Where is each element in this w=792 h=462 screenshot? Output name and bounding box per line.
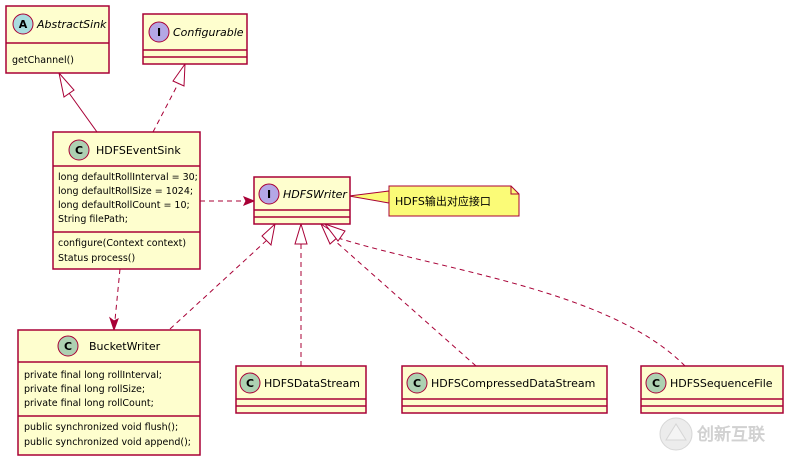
abstract-class-badge-icon: A (12, 13, 34, 35)
class-badge-icon: C (406, 372, 428, 394)
class-title: HDFSEventSink (96, 144, 181, 157)
method: configure(Context context) (58, 238, 186, 249)
note-hdfswriter: HDFS输出对应接口 (388, 185, 520, 217)
edge-eventsink-extends-abstractsink (58, 71, 98, 133)
edge-eventsink-uses-hdfswriter (200, 196, 256, 206)
class-title: HDFSDataStream (264, 377, 360, 390)
class-hdfsdatastream[interactable]: C HDFSDataStream (235, 365, 367, 414)
class-title: BucketWriter (89, 340, 161, 353)
watermark-logo-icon (659, 417, 693, 451)
class-title: AbstractSink (36, 18, 107, 31)
note-text: HDFS输出对应接口 (395, 194, 491, 208)
edge-compressed-implements-hdfswriter (319, 222, 477, 367)
class-title: HDFSCompressedDataStream (431, 377, 595, 390)
edge-note-hdfswriter (348, 190, 390, 204)
class-title: HDFSSequenceFile (670, 377, 773, 390)
edge-eventsink-implements-configurable (152, 62, 186, 133)
class-badge-icon: C (68, 139, 90, 161)
svg-text:C: C (246, 377, 254, 390)
interface-title: HDFSWriter (283, 188, 348, 201)
edge-bucketwriter-implements-hdfswriter (169, 222, 276, 330)
method: public synchronized void flush(); (24, 422, 178, 433)
method: Status process() (58, 253, 135, 264)
field: private final long rollSize; (24, 384, 145, 395)
interface-badge-icon: I (258, 183, 280, 205)
class-abstractsink[interactable]: A AbstractSink getChannel() (5, 5, 110, 74)
svg-text:I: I (267, 188, 271, 201)
svg-text:A: A (19, 18, 28, 31)
class-badge-icon: C (239, 372, 261, 394)
class-badge-icon: C (57, 335, 79, 357)
method: public synchronized void append(); (24, 437, 191, 448)
edge-sequencefile-implements-hdfswriter (323, 222, 686, 367)
interface-configurable[interactable]: I Configurable (142, 13, 248, 65)
svg-text:C: C (75, 144, 83, 157)
svg-text:C: C (652, 377, 660, 390)
interface-title: Configurable (173, 26, 244, 39)
field: String filePath; (58, 214, 128, 225)
field: private final long rollCount; (24, 398, 154, 409)
field: private final long rollInterval; (24, 370, 162, 381)
svg-text:I: I (157, 26, 161, 39)
method: getChannel() (12, 55, 74, 66)
class-hdfseventsink[interactable]: C HDFSEventSink long defaultRollInterval… (52, 131, 201, 270)
class-hdfssequencefile[interactable]: C HDFSSequenceFile (640, 365, 784, 414)
interface-hdfswriter[interactable]: I HDFSWriter (253, 176, 351, 225)
watermark-text: 创新互联 (696, 424, 765, 445)
svg-text:C: C (413, 377, 421, 390)
watermark-logo: 创新互联 (659, 417, 765, 451)
svg-text:C: C (64, 340, 72, 353)
field: long defaultRollInterval = 30; (58, 172, 198, 183)
class-badge-icon: C (645, 372, 667, 394)
class-hdfscompresseddatastream[interactable]: C HDFSCompressedDataStream (401, 365, 608, 414)
interface-badge-icon: I (148, 21, 170, 43)
field: long defaultRollSize = 1024; (58, 186, 193, 197)
edge-datastream-implements-hdfswriter (294, 222, 308, 366)
edge-eventsink-uses-bucketwriter (109, 268, 121, 332)
field: long defaultRollCount = 10; (58, 200, 190, 211)
class-bucketwriter[interactable]: C BucketWriter private final long rollIn… (17, 329, 201, 456)
